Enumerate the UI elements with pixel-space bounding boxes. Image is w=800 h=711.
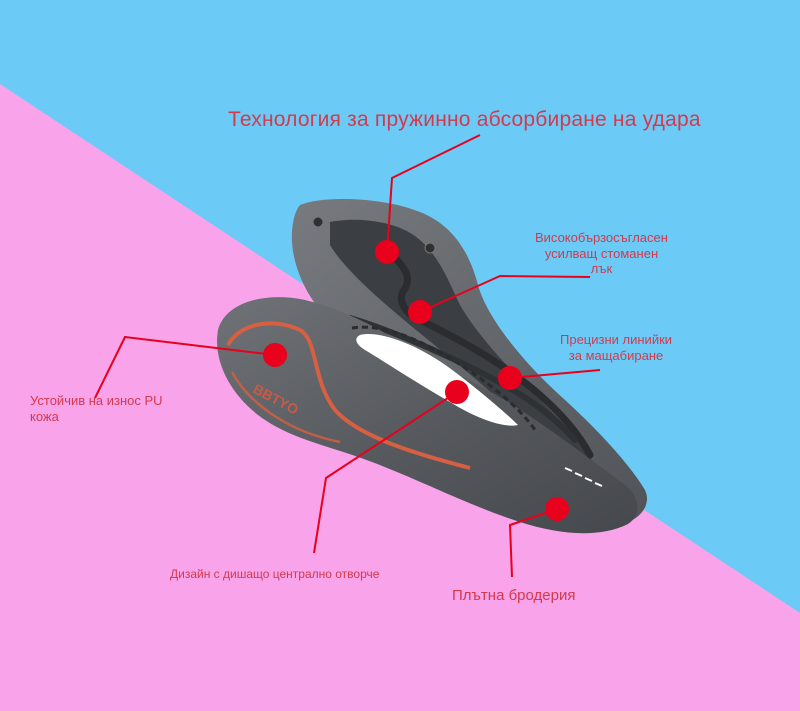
callout-dot-steel [408,300,432,324]
callout-text-line: Високобързосъгласен [535,230,668,245]
leader-line-spring [386,134,481,253]
callout-dot-scale [498,366,522,390]
callout-label-leather: Устойчив на износ PU кожа [30,393,163,424]
screw-icon [312,216,324,228]
callout-text: Технология за пружинно абсорбиране на уд… [228,108,701,131]
callout-text-line: Прецизни линийки [560,332,673,347]
callout-dot-hole [445,380,469,404]
leader-line-scale [509,369,601,379]
callout-text: Дизайн с дишащо централно отворче [170,567,380,581]
callout-text-line: усилващ стоманен [544,245,659,261]
screw-icon [424,242,436,254]
saddle-stripe [226,321,471,470]
callout-text-line: лък [590,261,613,277]
callout-text-line: Устойчив на износ PU [30,393,163,408]
saddle-stripe-thin [230,371,341,444]
callout-text-line: за мащабиране [568,347,664,363]
leader-line-steel [419,274,591,313]
saddle-underside [330,219,595,478]
callout-text-line: кожа [30,408,59,424]
callout-dot-leather [263,343,287,367]
callout-label-embroidery: Плътна бродерия [452,587,575,605]
leader-line-embroidery [508,508,558,578]
callout-text: Плътна бродерия [452,587,576,604]
center-hole [356,334,518,426]
callout-dot-spring [375,240,399,264]
embroidery-stitch [351,325,537,431]
callout-dot-embroidery [545,497,569,521]
leader-line-leather [94,335,276,399]
saddle-rail [391,254,594,459]
saddle-seat [217,297,638,534]
callout-label-center-hole: Дизайн с дишащо централно отворче [170,567,379,581]
bicycle-saddle: BBTYO [217,198,648,534]
callout-label-scale: Прецизни линийки за мащабиране [560,332,672,363]
callout-label-spring: Технология за пружинно абсорбиране на уд… [228,107,701,132]
callout-lines [94,134,601,578]
callout-dots [263,240,569,521]
leader-line-hole [313,391,458,554]
callout-label-steel-arc: Високобързосъгласен усилващ стоманен лък [535,230,668,277]
scale-ticks [564,467,603,487]
